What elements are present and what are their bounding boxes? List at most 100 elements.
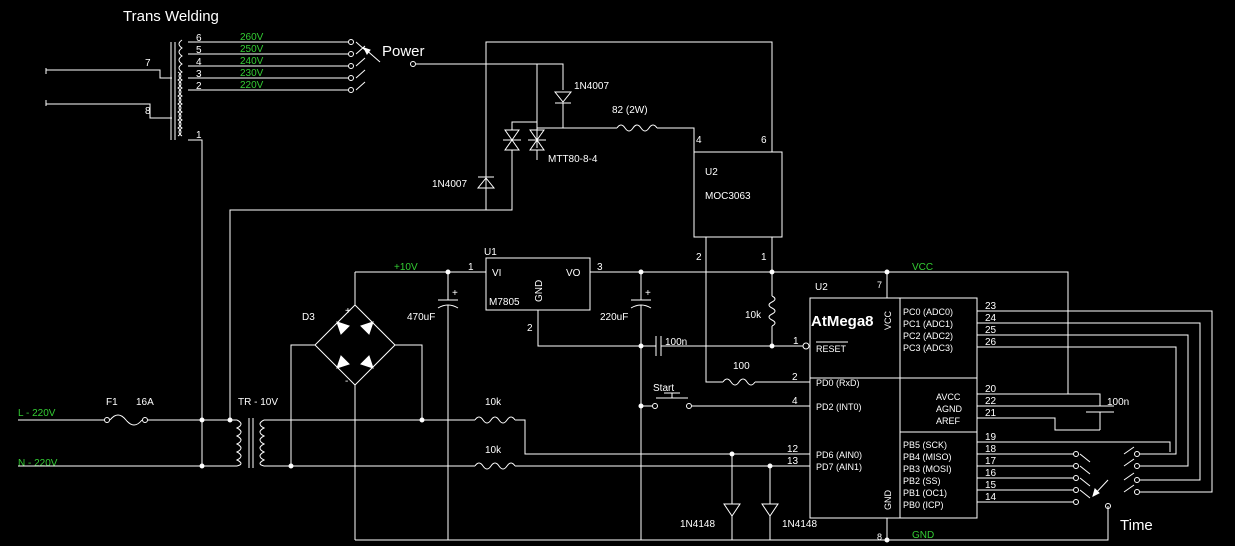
mcu-pin-num: 15 [985,480,997,491]
mcu-name: AtMega8 [811,313,874,330]
cap100n-b-label: 100n [1107,397,1129,408]
u1-pin-3: 3 [597,262,603,273]
regulator-7805: U1 VI VO M7805 GND 1 2 3 +10V [355,247,656,347]
bridge-plus: + [345,306,351,317]
mcu-pin-8: 8 [877,532,882,542]
tap-voltage: 260V [240,32,264,43]
l220-label: L - 220V [18,408,56,419]
tr-label: TR - 10V [238,397,278,408]
mcu-pin-label: AGND [936,404,963,414]
primary-pin-8: 8 [145,106,151,117]
tap-num: 2 [196,81,202,92]
mcu-pin-label: PD0 (RxD) [816,378,860,388]
mcu-pin-label: PB0 (ICP) [903,500,944,510]
atmega8: U2 AtMega8 VCC GND RESET PD0 (RxD) PD2 (… [809,282,997,519]
mcu-pin-label: PC0 (ADC0) [903,307,953,317]
r10k-sense-upper: 10k 12 [474,397,810,457]
mcu-pin-7: 7 [877,280,882,290]
tap-num: 5 [196,45,202,56]
mcu-pin-label: PD6 (AIN0) [816,450,862,460]
triac-label: MTT80-8-4 [548,154,598,165]
mcu-pin-pd2: 4 [792,396,798,407]
moc-pin-2: 2 [696,252,702,263]
r82-label: 82 (2W) [612,105,648,116]
moc-ref: U2 [705,167,718,178]
gnd-label: GND [912,530,934,541]
f1-label: F1 [106,397,118,408]
mcu-pin-num: 24 [985,313,997,324]
mcu-pin-pd7: 13 [787,456,799,467]
mcu-pin-num: 20 [985,384,997,395]
mcu-pin-num: 26 [985,337,997,348]
cap-plus: + [645,288,651,299]
mains-input: L - 220V N - 220V F1 16A [18,397,237,469]
mcu-pin-label: AVCC [936,392,961,402]
plus10v-label: +10V [394,262,418,273]
r100-label: 100 [733,361,750,372]
mcu-pin-label: PC1 (ADC1) [903,319,953,329]
transformer-10v: TR - 10V [235,397,475,469]
title: Trans Welding [123,8,219,25]
u1-gnd: GND [534,280,545,302]
bridge-rectifier: D3 + - [290,272,423,540]
start-label: Start [653,383,674,394]
mcu-pin-label: PB5 (SCK) [903,440,947,450]
diode-1n4007-lower-label: 1N4007 [432,179,467,190]
cap-100n-reset: 100n 1 [655,336,810,356]
power-label: Power [382,43,425,60]
triac-section: 1N4007 MTT80-8-4 1N4007 82 (2W) [229,41,773,420]
mcu-pin-pd6: 12 [787,444,799,455]
u1-part: M7805 [489,297,520,308]
mcu-pin-num: 19 [985,432,997,443]
cap-plus: + [452,288,458,299]
tap-voltage: 220V [240,80,264,91]
mcu-pin-pd0: 2 [792,372,798,383]
mcu-pin-label: PC2 (ADC2) [903,331,953,341]
tap-voltage: 250V [240,44,264,55]
cap-470uf: + 470uF [407,272,459,540]
cap470-label: 470uF [407,312,435,323]
mcu-pin-num: 14 [985,492,997,503]
primary-pin-7: 7 [145,58,151,69]
mcu-pin-num: 21 [985,408,997,419]
d1n4148-b-label: 1N4148 [782,519,817,530]
primary-pin-1: 1 [196,130,202,141]
d3-label: D3 [302,312,315,323]
bridge-minus: - [345,376,348,387]
moc-pin-1: 1 [761,252,767,263]
mcu-pin-num: 25 [985,325,997,336]
start-button: Start 4 [641,383,810,409]
cap100n-a-label: 100n [665,337,687,348]
f1-value: 16A [136,397,154,408]
power-selector-switch: Power [348,39,537,93]
tap-voltage: 240V [240,56,264,67]
time-label: Time [1120,517,1153,534]
vcc-rail: VCC 7 [590,262,1069,395]
tap-num: 4 [196,57,202,68]
vcc-label: VCC [912,262,933,273]
moc-part: MOC3063 [705,191,751,202]
mcu-pin-num: 22 [985,396,997,407]
mcu-pin-label: PD2 (INT0) [816,402,862,412]
diode-1n4007-upper-label: 1N4007 [574,81,609,92]
r10k-c-label: 10k [485,445,502,456]
r10k-a-label: 10k [745,310,762,321]
mcu-pin-num: 16 [985,468,997,479]
tap-num: 3 [196,69,202,80]
mcu-pin-num: 18 [985,444,997,455]
moc-pin-6: 6 [761,135,767,146]
tap-num: 6 [196,33,202,44]
diodes-1n4148: 1N4148 1N4148 [680,454,817,540]
welding-transformer: 7 8 1 6 5 4 3 2 260V 250V 240V 230V 220V [45,32,348,466]
analog-supply: 100n [977,393,1129,431]
mcu-vcc: VCC [883,310,893,330]
mcu-reset: RESET [816,344,847,354]
u1-pin-2: 2 [527,323,533,334]
u1-ref: U1 [484,247,497,258]
r100: 100 2 [722,361,810,386]
u1-vi: VI [492,268,501,279]
cap220-label: 220uF [600,312,628,323]
moc3063: U2 MOC3063 4 6 2 1 [693,135,783,383]
d1n4148-a-label: 1N4148 [680,519,715,530]
